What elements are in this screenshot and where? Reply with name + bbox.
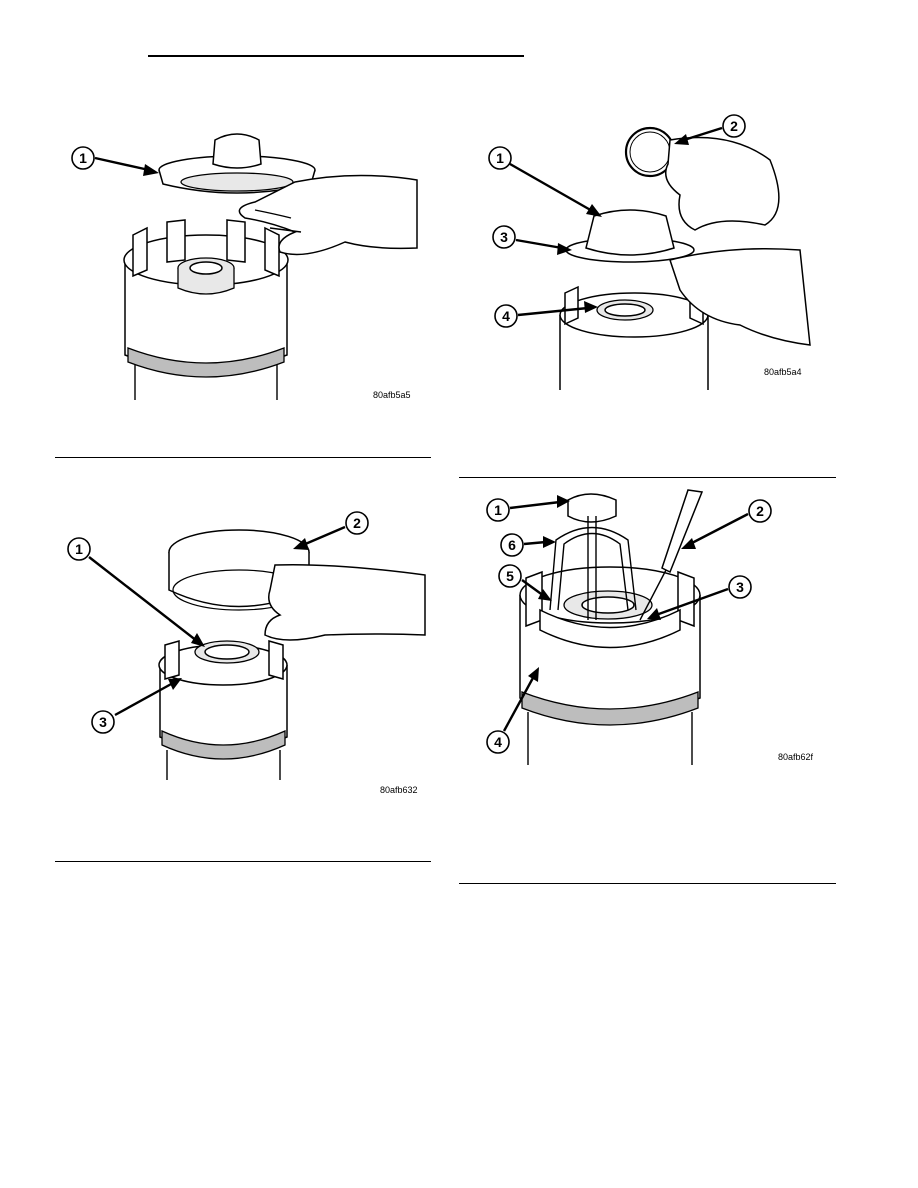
screwdriver-illustration [639,489,704,621]
callout-4: 4 [486,667,539,754]
piston-illustration [565,209,695,263]
separator-left-2 [55,861,431,862]
callout-4: 4 [494,301,598,328]
separator-right-2 [459,883,836,884]
svg-text:3: 3 [99,714,107,730]
svg-text:5: 5 [506,568,514,584]
svg-text:4: 4 [502,308,510,324]
callout-3: 3 [91,678,182,734]
separator-left-1 [55,457,431,458]
svg-text:3: 3 [736,579,744,595]
figure-bottom-left: 1 2 3 80afb632 [55,505,435,805]
svg-text:1: 1 [75,541,83,557]
callout-1: 1 [67,537,205,647]
callout-1: 1 [71,146,159,176]
svg-text:6: 6 [508,537,516,553]
hand-illustration [665,136,811,346]
piston-illustration [158,133,316,194]
hub-illustration [563,590,653,620]
callout-3: 3 [492,225,572,255]
callout-1: 1 [486,495,570,522]
figure-id-label: 80afb5a4 [764,367,802,377]
figure-top-left: 1 80afb5a5 [55,110,435,410]
svg-text:4: 4 [494,734,502,750]
callout-1: 1 [488,146,602,217]
drum-illustration [559,285,709,390]
drum-illustration [123,219,289,400]
svg-text:2: 2 [353,515,361,531]
drum-illustration [158,640,288,780]
callout-2: 2 [293,511,369,550]
figure-id-label: 80afb5a5 [373,390,411,400]
callout-6: 6 [500,533,556,557]
svg-text:3: 3 [500,229,508,245]
header-rule [148,55,524,57]
separator-right-1 [459,477,836,478]
figure-top-right: 1 2 3 4 80afb5a4 [470,100,850,390]
hand-illustration [238,174,418,256]
figure-bottom-right: 1 2 3 4 5 6 80afb62f [470,480,850,780]
seal-ring-illustration [194,640,260,664]
svg-text:1: 1 [79,150,87,166]
svg-text:1: 1 [494,502,502,518]
callout-3: 3 [647,575,752,620]
callout-5: 5 [498,564,552,601]
svg-text:1: 1 [496,150,504,166]
callout-2: 2 [681,499,772,549]
svg-text:2: 2 [730,118,738,134]
figure-id-label: 80afb62f [778,752,814,762]
compressor-tool-illustration [549,493,637,620]
figure-id-label: 80afb632 [380,785,418,795]
svg-text:2: 2 [756,503,764,519]
hand-illustration [264,563,426,641]
callout-2: 2 [674,114,746,145]
